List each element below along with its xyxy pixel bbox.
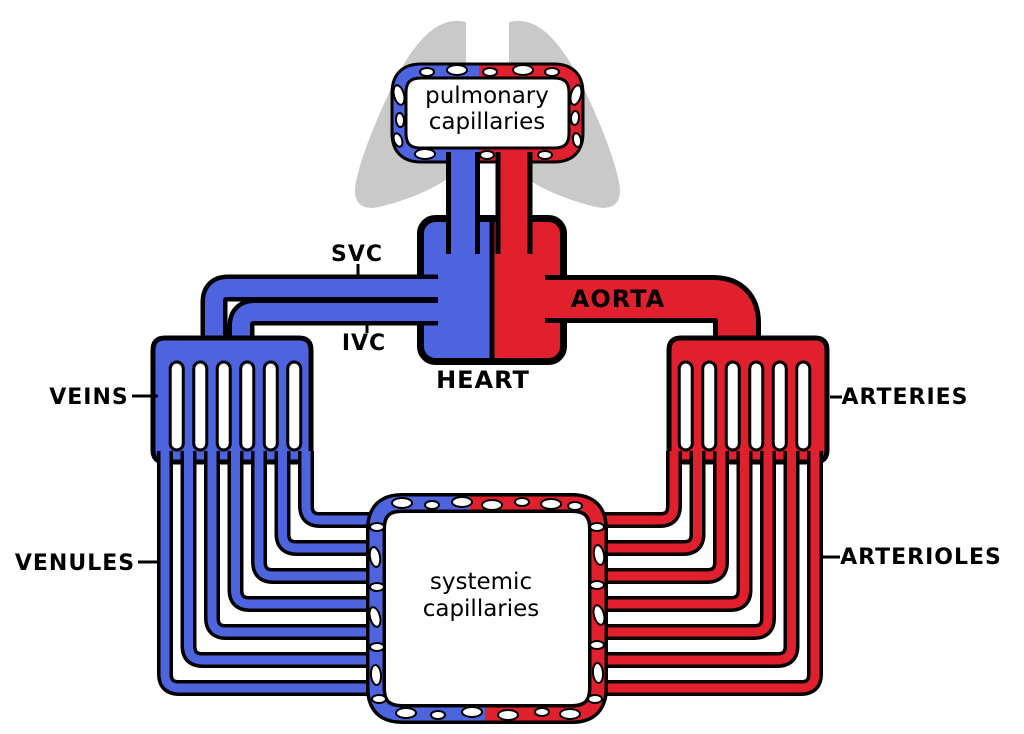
arteries-comb-slots: [677, 360, 812, 452]
systemic-capillaries-label-line2: capillaries: [423, 596, 540, 622]
veins-label: VEINS: [49, 385, 129, 410]
pulmonary-capillaries-label-line1: pulmonary: [425, 83, 549, 109]
aorta-label: AORTA: [571, 285, 665, 313]
arteries-comb: [666, 335, 830, 465]
ivc-label: IVC: [342, 331, 386, 356]
heart-right-chamber: [492, 221, 561, 359]
heart: [417, 215, 567, 365]
annotations: SVC IVC AORTA HEART VEINS VENULES ARTERI…: [15, 242, 1002, 576]
heart-label: HEART: [436, 366, 530, 394]
arterioles-label: ARTERIOLES: [840, 545, 1002, 570]
veins-comb: [150, 335, 314, 465]
systemic-capillaries: systemic capillaries: [368, 497, 607, 720]
systemic-capillaries-label-line1: systemic: [430, 569, 532, 595]
pulmonary-capillaries-label-line2: capillaries: [429, 109, 546, 135]
veins-comb-slots: [168, 360, 303, 452]
svc-label: SVC: [331, 242, 383, 267]
heart-left-chamber: [423, 221, 492, 359]
venules-label: VENULES: [15, 551, 135, 576]
arteries-label: ARTERIES: [841, 385, 968, 410]
